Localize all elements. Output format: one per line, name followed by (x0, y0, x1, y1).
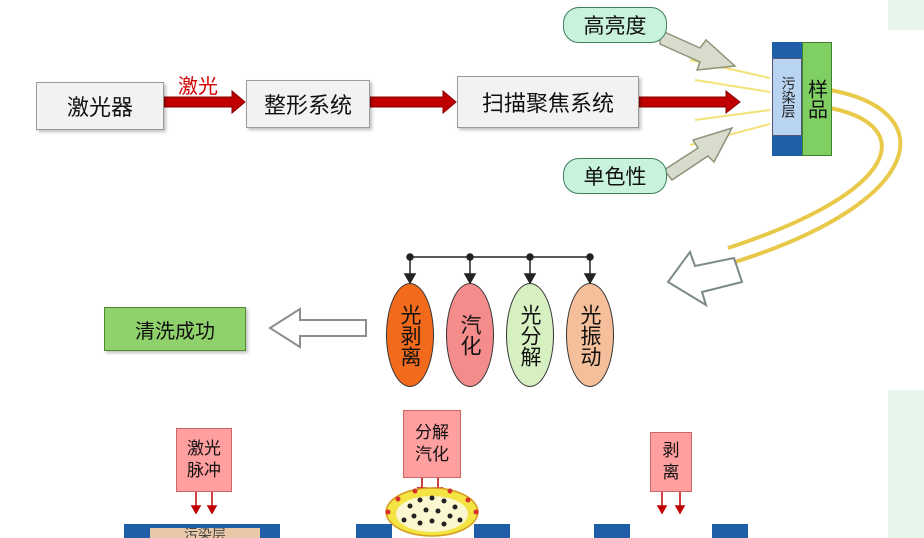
mechanism-photo-stripping: 光剥离 (386, 283, 434, 387)
mechanism-photodecomposition: 光分解 (506, 283, 554, 387)
contamination-layer-label: 污染层 (779, 76, 796, 118)
arrow-scan-to-sample (638, 89, 741, 115)
beam-line-3 (694, 109, 771, 121)
sample-block: 样品 (802, 42, 832, 156)
beam-line-2 (694, 79, 771, 93)
fiber-loop-outer (734, 88, 903, 264)
arrow-monochromatic (662, 126, 734, 182)
substrate-mid-right (474, 524, 510, 538)
substrate-right-left (594, 524, 630, 538)
arrow-brightness (659, 28, 737, 71)
scan-focus-system-box: 扫描聚焦系统 (457, 76, 639, 128)
stripping-label: 剥离 (662, 441, 680, 483)
blue-substrate-top (772, 42, 802, 58)
decomp-vaporization-box: 分解汽化 (403, 410, 461, 478)
mechanism-vaporization: 汽化 (446, 283, 494, 387)
arrow-shaping-to-scan (369, 89, 457, 115)
stripping-box: 剥离 (650, 432, 692, 492)
arrow-laser-to-shaping (163, 89, 246, 115)
laser-box: 激光器 (36, 82, 164, 130)
decomp-vaporization-label: 分解汽化 (415, 423, 449, 465)
mechanism-photovibration: 光振动 (566, 283, 614, 387)
shaping-system-box: 整形系统 (246, 80, 370, 128)
substrate-mid-left (356, 524, 392, 538)
laser-pulse-box: 激光脉冲 (176, 428, 232, 492)
decomposition-cloud (385, 487, 479, 537)
laser-beam-label: 激光 (178, 74, 218, 98)
sample-label: 样品 (804, 79, 829, 119)
right-edge-strip-bottom (888, 390, 924, 538)
brightness-pill: 高亮度 (563, 7, 667, 43)
monochromatic-pill: 单色性 (563, 158, 667, 194)
hollow-arrow-left (268, 307, 367, 349)
blue-substrate-bottom (772, 136, 802, 156)
mechanism-label: 光剥离 (398, 303, 422, 367)
fiber-loop-inner (727, 106, 884, 250)
substrate-right-right (712, 524, 748, 538)
mechanism-label: 光振动 (578, 303, 602, 367)
mechanism-label: 汽化 (458, 314, 482, 356)
contamination-layer-block: 污染层 (772, 58, 802, 136)
hollow-arrow-down (666, 249, 744, 308)
cleaning-success-box: 清洗成功 (104, 307, 246, 351)
mechanism-label: 光分解 (518, 303, 542, 367)
right-edge-strip-top (888, 0, 924, 30)
laser-pulse-label: 激光脉冲 (187, 439, 221, 481)
contamination-layer-bottom: 污染层 (150, 528, 260, 538)
